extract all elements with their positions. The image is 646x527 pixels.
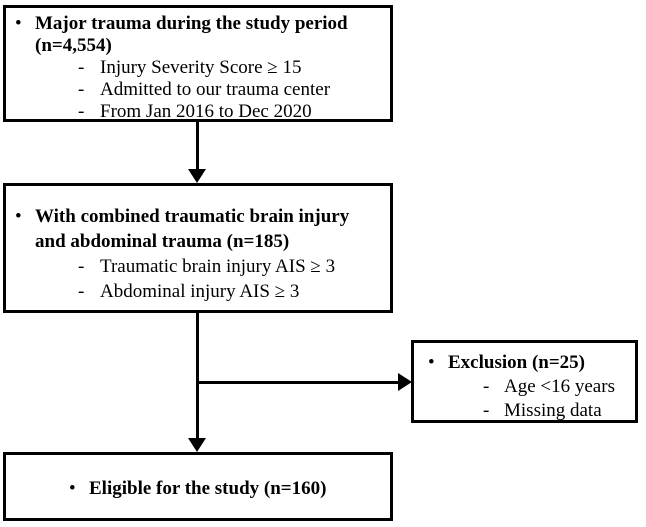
box-eligible-title: Eligible for the study (n=160) <box>89 478 327 499</box>
criteria-item: Injury Severity Score ≥ 15 <box>100 57 302 78</box>
bullet-marker: • <box>69 478 76 499</box>
box-major-trauma: • Major trauma during the study period (… <box>3 5 393 122</box>
box-major-trauma-title: Major trauma during the study period (n=… <box>35 13 348 56</box>
dash-marker: - <box>78 256 85 277</box>
arrow-to-exclusion-head <box>398 373 412 391</box>
box-eligible-title-row: • Eligible for the study (n=160) <box>69 477 384 501</box>
box-eligible: • Eligible for the study (n=160) <box>3 452 393 521</box>
bullet-marker: • <box>15 206 22 227</box>
criteria-row: - Traumatic brain injury AIS ≥ 3 <box>78 254 370 279</box>
bullet-marker: • <box>428 352 435 373</box>
criteria-item: Admitted to our trauma center <box>100 79 331 100</box>
arrow-box1-to-box2-line <box>196 122 199 170</box>
bullet-marker: • <box>15 13 22 34</box>
criteria-item: Age <16 years <box>504 376 615 397</box>
criteria-item: Abdominal injury AIS ≥ 3 <box>100 281 300 302</box>
criteria-item: Traumatic brain injury AIS ≥ 3 <box>100 256 336 277</box>
arrow-box2-to-box4-head <box>188 438 206 452</box>
criteria-row: - Missing data <box>483 399 629 423</box>
arrow-to-exclusion-line <box>196 381 398 384</box>
criteria-row: - From Jan 2016 to Dec 2020 <box>78 101 370 123</box>
criteria-item: From Jan 2016 to Dec 2020 <box>100 101 312 122</box>
box-combined-injury: • With combined traumatic brain injury a… <box>3 183 393 313</box>
box-major-trauma-title-row: • Major trauma during the study period (… <box>15 13 370 57</box>
arrow-box2-to-box4-line <box>196 313 199 438</box>
box-exclusion: • Exclusion (n=25) - Age <16 years - Mis… <box>411 340 638 423</box>
criteria-row: - Age <16 years <box>483 375 629 399</box>
dash-marker: - <box>78 57 85 78</box>
dash-marker: - <box>78 281 85 302</box>
box-combined-injury-title-row: • With combined traumatic brain injury a… <box>15 204 370 254</box>
dash-marker: - <box>483 400 490 421</box>
box-exclusion-title: Exclusion (n=25) <box>448 352 585 373</box>
arrow-box1-to-box2-head <box>188 169 206 183</box>
box-exclusion-title-row: • Exclusion (n=25) <box>428 351 629 375</box>
dash-marker: - <box>78 79 85 100</box>
dash-marker: - <box>78 101 85 122</box>
criteria-row: - Admitted to our trauma center <box>78 79 370 101</box>
box-combined-injury-title: With combined traumatic brain injury and… <box>35 206 350 252</box>
criteria-row: - Abdominal injury AIS ≥ 3 <box>78 279 370 304</box>
dash-marker: - <box>483 376 490 397</box>
criteria-row: - Injury Severity Score ≥ 15 <box>78 57 370 79</box>
criteria-item: Missing data <box>504 400 602 421</box>
